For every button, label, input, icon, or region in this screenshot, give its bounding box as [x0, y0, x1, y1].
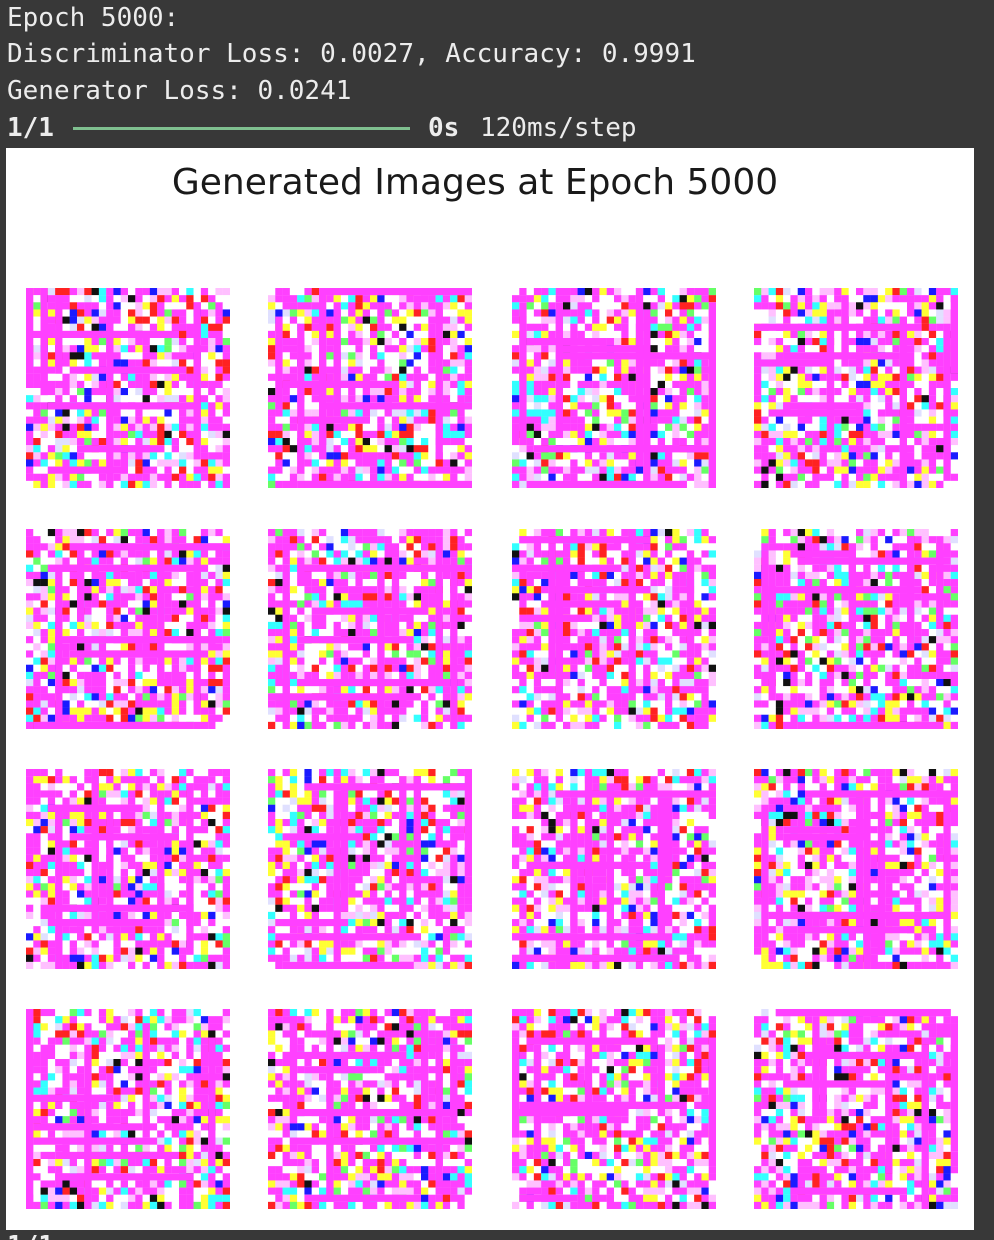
progress-time: 0s [428, 113, 460, 143]
generated-image-tile [754, 529, 958, 729]
generated-image-tile [754, 288, 958, 488]
log-discriminator-line: Discriminator Loss: 0.0027, Accuracy: 0.… [7, 39, 696, 69]
generated-image [26, 288, 230, 488]
generated-image [512, 769, 716, 969]
generated-image-tile [268, 529, 472, 729]
generated-image [268, 1009, 472, 1209]
generated-image [26, 1009, 230, 1209]
next-progress-step-label: 1/1 [7, 1228, 54, 1240]
generated-image-tile [26, 769, 230, 969]
progress-rate: 120ms/step [480, 113, 637, 143]
generated-image-tile [268, 1009, 472, 1209]
generated-image-tile [268, 769, 472, 969]
generated-image [268, 529, 472, 729]
generated-image-tile [512, 529, 716, 729]
progress-bar [73, 127, 410, 130]
generated-image [512, 288, 716, 488]
generated-image-tile [26, 288, 230, 488]
generated-image [26, 529, 230, 729]
generated-image-tile [512, 288, 716, 488]
generated-image [754, 1009, 958, 1209]
generated-image-tile [754, 1009, 958, 1209]
generated-image [512, 529, 716, 729]
log-epoch-line: Epoch 5000: [7, 3, 180, 33]
log-generator-line: Generator Loss: 0.0241 [7, 76, 352, 106]
figure-title: Generated Images at Epoch 5000 [171, 162, 779, 203]
generated-image-tile [512, 1009, 716, 1209]
generated-image-tile [26, 529, 230, 729]
progress-step-label: 1/1 [7, 113, 54, 143]
generated-image [268, 288, 472, 488]
generated-images-figure: Generated Images at Epoch 5000 [6, 148, 974, 1230]
generated-image-tile [754, 769, 958, 969]
generated-image [512, 1009, 716, 1209]
generated-image [268, 769, 472, 969]
generated-image-tile [512, 769, 716, 969]
generated-image-tile [26, 1009, 230, 1209]
generated-image [754, 288, 958, 488]
generated-image [754, 769, 958, 969]
generated-image [26, 769, 230, 969]
generated-image-tile [268, 288, 472, 488]
generated-image [754, 529, 958, 729]
